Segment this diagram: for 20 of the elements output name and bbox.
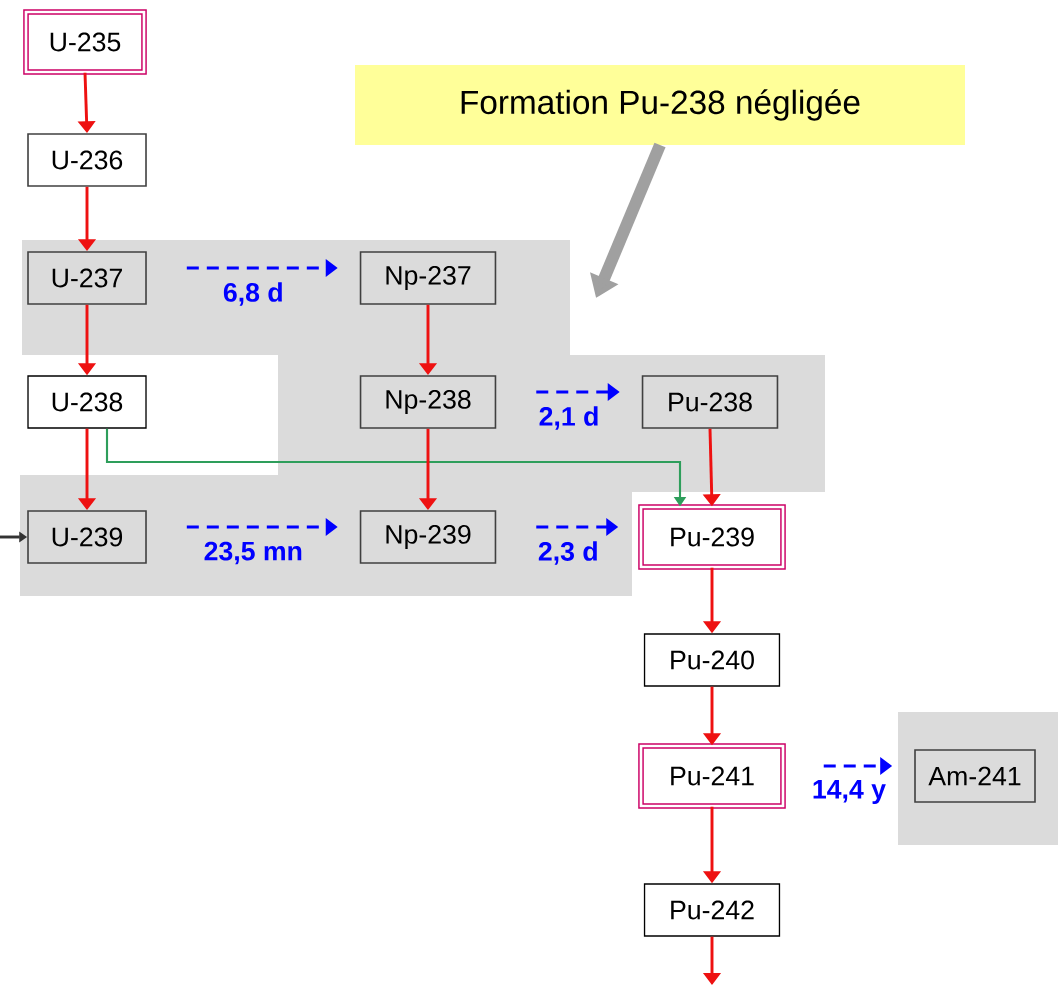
edge-label: 2,1 d xyxy=(539,406,598,430)
isotope-box: Am-241 xyxy=(914,749,1036,803)
note-box: Formation Pu-238 négligée xyxy=(355,65,965,145)
isotope-box: Pu-242 xyxy=(643,883,781,937)
edge-label: 6,8 d xyxy=(223,282,282,306)
isotope-box: U-238 xyxy=(27,375,147,429)
isotope-box: Pu-241 xyxy=(638,743,786,809)
isotope-box: Np-238 xyxy=(359,375,497,429)
isotope-box: Pu-239 xyxy=(638,504,786,570)
isotope-box: Np-239 xyxy=(359,510,497,564)
isotope-box: Pu-240 xyxy=(643,633,781,687)
isotope-box: Np-237 xyxy=(359,251,497,305)
edge-label: 23,5 mn xyxy=(204,541,302,565)
isotope-box: U-239 xyxy=(27,510,147,564)
isotope-box: Pu-238 xyxy=(641,375,779,429)
isotope-box: U-237 xyxy=(27,251,147,305)
edge-label: 14,4 y xyxy=(813,780,886,804)
isotope-box: U-236 xyxy=(27,133,147,187)
isotope-box: U-235 xyxy=(23,9,147,75)
edge-label: 2,3 d xyxy=(538,541,597,565)
